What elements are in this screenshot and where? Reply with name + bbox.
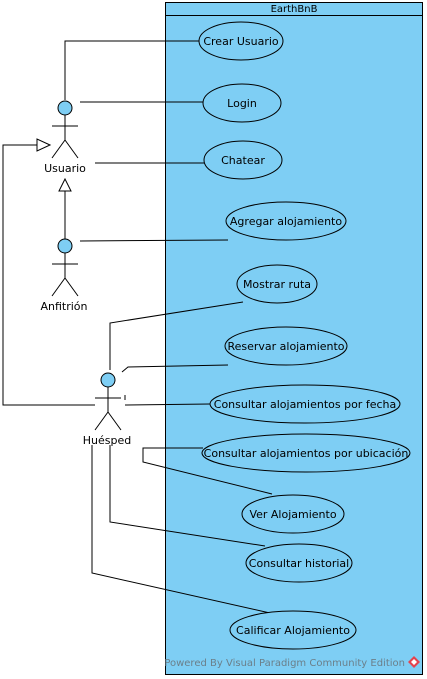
- use-case-label: Login: [227, 97, 257, 110]
- association-huesped-mostrar-ruta: [109, 301, 244, 370]
- footer-watermark: Powered By Visual Paradigm Community Edi…: [164, 656, 420, 669]
- use-case-consultar-historial[interactable]: Consultar historial: [245, 543, 353, 583]
- use-case-label: Consultar alojamientos por ubicación: [204, 447, 409, 460]
- use-case-label: Crear Usuario: [203, 35, 279, 48]
- use-case-calificar-alojamiento[interactable]: Calificar Alojamiento: [229, 610, 357, 650]
- association-huesped-consultar-fecha: [124, 403, 211, 406]
- use-case-ellipse[interactable]: [203, 140, 283, 180]
- relationship-lines: [2, 40, 273, 614]
- use-case-label: Ver Alojamiento: [249, 508, 336, 521]
- association-anfitrion-agregar: [79, 239, 229, 242]
- actor-usuario-label: Usuario: [44, 162, 86, 175]
- actor-head: [57, 100, 73, 116]
- use-case-ellipse[interactable]: [245, 543, 353, 583]
- actor-huesped-label: Huésped: [83, 434, 131, 447]
- association-huesped-calificar: [91, 445, 271, 614]
- use-case-label: Mostrar ruta: [243, 278, 311, 291]
- use-case-chatear[interactable]: Chatear: [203, 140, 283, 180]
- association-huesped-reservar: [121, 364, 229, 373]
- use-case-ellipse[interactable]: [201, 433, 411, 473]
- use-case-label: Chatear: [221, 154, 265, 167]
- use-case-ver-alojamiento[interactable]: Ver Alojamiento: [241, 494, 345, 534]
- footer-text: Powered By Visual Paradigm Community Edi…: [164, 658, 405, 669]
- generalization-arrowheads: [36, 138, 72, 192]
- actor-leg-right: [64, 139, 79, 159]
- actor-leg-left: [51, 139, 66, 159]
- association-huesped-consultar-historial: [109, 445, 266, 547]
- use-case-mostrar-ruta[interactable]: Mostrar ruta: [236, 264, 318, 304]
- use-case-ellipse[interactable]: [225, 201, 347, 241]
- use-case-label: Calificar Alojamiento: [236, 624, 350, 637]
- actor-leg-left: [94, 411, 109, 431]
- use-case-agregar-alojamiento[interactable]: Agregar alojamiento: [225, 201, 347, 241]
- use-case-label: Agregar alojamiento: [230, 215, 342, 228]
- actor-leg-left: [51, 277, 66, 297]
- actor-anfitrion[interactable]: [51, 238, 79, 297]
- actor-leg-right: [107, 411, 122, 431]
- actor-leg-right: [64, 277, 79, 297]
- system-title: EarthBnB: [271, 4, 318, 15]
- use-case-ellipse[interactable]: [236, 264, 318, 304]
- use-case-ellipse[interactable]: [229, 610, 357, 650]
- use-case-ellipse[interactable]: [198, 21, 284, 61]
- generalization-huesped-usuario: [2, 144, 95, 406]
- include-ubicacion-ver-alojamiento: [142, 447, 273, 495]
- use-case-label: Reservar alojamiento: [227, 340, 344, 353]
- use-case-consultar-por-ubicacion[interactable]: Consultar alojamientos por ubicación: [201, 433, 411, 473]
- visual-paradigm-logo-icon: [408, 656, 420, 668]
- use-case-ellipse[interactable]: [209, 384, 401, 424]
- use-case-ellipse[interactable]: [224, 326, 348, 366]
- use-case-reservar-alojamiento[interactable]: Reservar alojamiento: [224, 326, 348, 366]
- actor-huesped[interactable]: [94, 372, 122, 431]
- association-usuario-crear-usuario: [64, 40, 203, 100]
- use-case-ellipse[interactable]: [202, 83, 282, 123]
- actor-usuario[interactable]: [51, 100, 79, 159]
- actor-head: [100, 372, 116, 388]
- generalization-arrowhead-huesped: [36, 138, 52, 152]
- use-case-consultar-por-fecha[interactable]: Consultar alojamientos por fecha: [209, 384, 401, 424]
- use-case-crear-usuario[interactable]: Crear Usuario: [198, 21, 284, 61]
- use-case-label: Consultar historial: [249, 557, 349, 570]
- actor-head: [57, 238, 73, 254]
- use-case-login[interactable]: Login: [202, 83, 282, 123]
- generalization-arrowhead-anfitrion: [58, 177, 72, 192]
- actor-anfitrion-label: Anfitrión: [40, 300, 87, 313]
- use-case-ellipse[interactable]: [241, 494, 345, 534]
- use-case-label: Consultar alojamientos por fecha: [214, 398, 396, 411]
